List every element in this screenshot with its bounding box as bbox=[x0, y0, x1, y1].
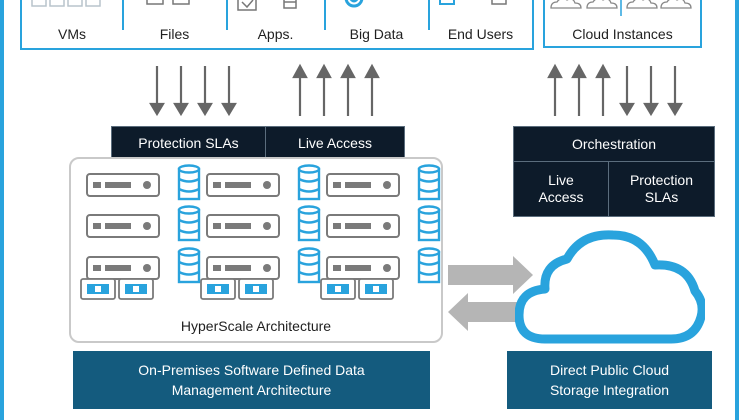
database-icon bbox=[297, 205, 321, 242]
database-icon bbox=[297, 247, 321, 284]
database-icon bbox=[177, 164, 201, 201]
workloads-box: VMs Files Apps. Big Data End Users bbox=[20, 0, 534, 50]
workload-icons bbox=[31, 0, 507, 11]
server-node-icon bbox=[86, 173, 160, 197]
workload-bigdata-label: Big Data bbox=[349, 26, 404, 42]
disk-icon bbox=[358, 278, 394, 300]
frame-left-border bbox=[0, 0, 4, 420]
database-icon bbox=[297, 164, 321, 201]
arrow-up-icon bbox=[340, 63, 356, 116]
live-access-tab: Live Access bbox=[265, 126, 405, 161]
orchestration-live-label: Live Access bbox=[538, 172, 584, 205]
public-cloud-icon bbox=[515, 230, 705, 344]
arrow-down-icon bbox=[173, 66, 189, 117]
orchestration-protection-label: Protection SLAs bbox=[629, 172, 694, 205]
arrow-right-icon bbox=[448, 256, 533, 294]
orchestration-live-access: Live Access bbox=[513, 161, 609, 217]
database-icon bbox=[177, 205, 201, 242]
arrow-up-icon bbox=[571, 63, 587, 116]
workload-files-label: Files bbox=[159, 26, 190, 42]
arrow-up-icon bbox=[292, 63, 308, 116]
workload-apps-label: Apps. bbox=[257, 26, 294, 42]
protection-slas-label: Protection SLAs bbox=[138, 135, 239, 151]
cloud-instances-icons bbox=[550, 0, 692, 16]
on-premises-banner: On-Premises Software Defined Data Manage… bbox=[73, 351, 430, 409]
gear-icon bbox=[344, 0, 364, 8]
workload-vms-label: VMs bbox=[58, 26, 86, 42]
end-users-icon bbox=[439, 0, 507, 5]
disk-icon bbox=[80, 278, 116, 300]
disk-icon bbox=[238, 278, 274, 300]
arrow-down-icon bbox=[667, 66, 683, 117]
apps-icon bbox=[237, 0, 297, 11]
workload-divider bbox=[324, 0, 326, 30]
vm-icon bbox=[31, 0, 101, 7]
workload-divider bbox=[122, 0, 124, 30]
database-icon bbox=[417, 247, 441, 284]
server-node-icon bbox=[326, 173, 400, 197]
disk-icon bbox=[320, 278, 356, 300]
hyperscale-label: HyperScale Architecture bbox=[180, 318, 332, 334]
files-icon bbox=[146, 0, 190, 5]
arrow-down-icon bbox=[221, 66, 237, 117]
workload-endusers-label: End Users bbox=[447, 26, 514, 42]
workload-divider bbox=[428, 0, 430, 30]
server-node-icon bbox=[206, 173, 280, 197]
arrow-up-icon bbox=[547, 63, 563, 116]
workload-apps: Apps. bbox=[227, 0, 324, 48]
database-icon bbox=[417, 164, 441, 201]
cloud-instances-label: Cloud Instances bbox=[572, 26, 673, 42]
workload-files: Files bbox=[123, 0, 226, 48]
public-cloud-banner: Direct Public Cloud Storage Integration bbox=[507, 351, 712, 409]
server-array bbox=[80, 164, 441, 300]
server-node-icon bbox=[86, 256, 160, 280]
sync-arrows bbox=[448, 256, 533, 331]
server-node-icon bbox=[206, 256, 280, 280]
orchestration-label: Orchestration bbox=[571, 135, 657, 152]
frame-right-border bbox=[735, 0, 739, 420]
arrow-down-icon bbox=[197, 66, 213, 117]
cloud-icon bbox=[550, 0, 692, 9]
protection-slas-tab: Protection SLAs bbox=[111, 126, 266, 161]
arrow-down-icon bbox=[643, 66, 659, 117]
database-icon bbox=[177, 247, 201, 284]
server-node-icon bbox=[206, 214, 280, 238]
disk-icon bbox=[200, 278, 236, 300]
arrow-up-icon bbox=[364, 63, 380, 116]
arrow-down-icon bbox=[619, 66, 635, 117]
server-node-icon bbox=[326, 256, 400, 280]
on-premises-text: On-Premises Software Defined Data Manage… bbox=[138, 362, 365, 398]
live-access-label: Live Access bbox=[298, 135, 372, 151]
workload-endusers: End Users bbox=[429, 0, 532, 48]
workload-bigdata: Big Data bbox=[325, 0, 428, 48]
orchestration-protection-slas: Protection SLAs bbox=[608, 161, 715, 217]
server-node-icon bbox=[86, 214, 160, 238]
workload-divider bbox=[226, 0, 228, 30]
orchestration-header: Orchestration bbox=[513, 126, 715, 162]
public-cloud-text: Direct Public Cloud Storage Integration bbox=[549, 362, 670, 398]
server-node-icon bbox=[326, 214, 400, 238]
arrow-up-icon bbox=[595, 63, 611, 116]
disk-icon bbox=[118, 278, 154, 300]
workload-vms: VMs bbox=[22, 0, 122, 48]
arrow-up-icon bbox=[316, 63, 332, 116]
database-icon bbox=[417, 205, 441, 242]
arrow-down-icon bbox=[149, 66, 165, 117]
arrow-left-icon bbox=[448, 293, 533, 331]
cloud-instances: Cloud Instances bbox=[545, 0, 700, 46]
